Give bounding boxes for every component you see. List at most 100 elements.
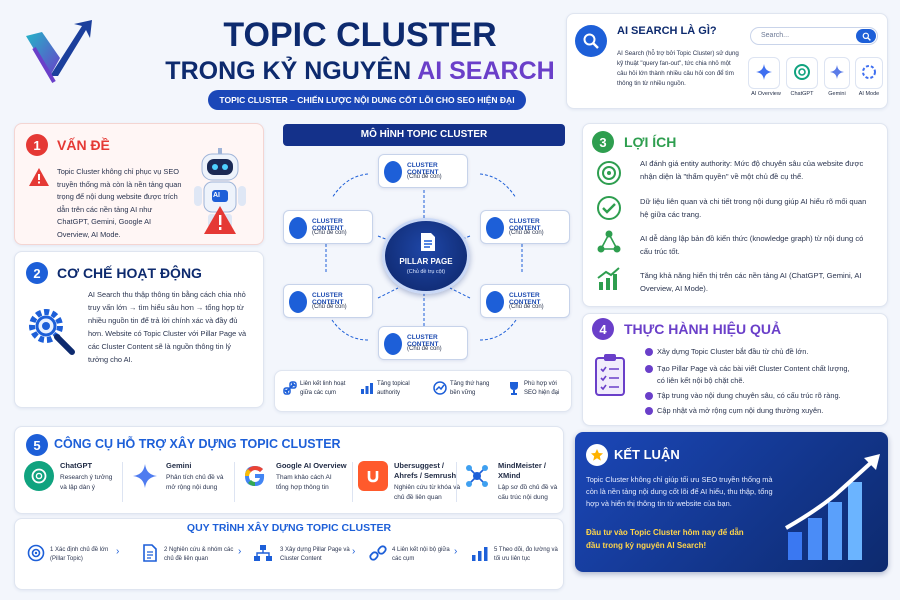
sitemap-icon bbox=[252, 543, 274, 563]
divider bbox=[122, 462, 123, 502]
gear-search-icon bbox=[24, 304, 78, 358]
practice-check-4 bbox=[645, 407, 653, 415]
mechanism-title: CƠ CHẾ HOẠT ĐỘNG bbox=[57, 265, 202, 281]
practice-1: Xây dựng Topic Cluster bắt đầu từ chủ đề… bbox=[657, 347, 809, 356]
practice-check-1 bbox=[645, 348, 653, 356]
feature-1: Liên kết linh hoạt giữa các cụm bbox=[300, 381, 346, 396]
growth-icon bbox=[432, 380, 448, 396]
brand-logo bbox=[20, 18, 100, 90]
arrow-icon: › bbox=[352, 546, 356, 557]
platform-label-3: Gemini bbox=[828, 91, 846, 97]
platform-ai-mode bbox=[855, 57, 883, 89]
step-num: 1 bbox=[50, 547, 54, 553]
divider bbox=[352, 462, 353, 502]
cluster-node-upper-right[interactable]: CLUSTER CONTENT(Chủ đề con) bbox=[480, 210, 570, 244]
document-icon bbox=[419, 231, 437, 253]
tool-desc: Research ý tưởng và lập dàn ý bbox=[60, 474, 113, 491]
bar-chart-icon bbox=[359, 380, 375, 396]
step-num: 3 bbox=[280, 547, 284, 553]
ai-mode-icon bbox=[860, 63, 878, 81]
platform-label-1: AI Overview bbox=[751, 91, 781, 97]
platform-gemini bbox=[824, 57, 850, 89]
benefit-2: Dữ liệu liên quan và chi tiết trong nội … bbox=[640, 197, 867, 219]
step-text: Nghiên cứu & nhóm các chủ đề liên quan bbox=[164, 547, 234, 562]
pillar-title: PILLAR PAGE bbox=[399, 257, 453, 266]
subtitle-banner: TOPIC CLUSTER – CHIẾN LƯỢC NỘI DUNG CỐT … bbox=[208, 90, 526, 110]
search-button[interactable] bbox=[856, 29, 876, 43]
arrow-icon: › bbox=[238, 546, 242, 557]
problem-text: Topic Cluster không chỉ phục vụ SEO truy… bbox=[57, 167, 182, 239]
ai-search-desc: AI Search (hỗ trợ bởi Topic Cluster) sử … bbox=[617, 50, 739, 87]
document-icon bbox=[289, 217, 307, 239]
divider bbox=[234, 462, 235, 502]
cluster-title: CLUSTER CONTENT bbox=[407, 162, 439, 176]
divider bbox=[456, 462, 457, 502]
tools-title: CÔNG CỤ HỖ TRỢ XÂY DỰNG TOPIC CLUSTER bbox=[54, 437, 341, 451]
search-input[interactable]: Search... bbox=[750, 27, 878, 45]
step-label: 2 Nghiên cứu & nhóm các chủ đề liên quan bbox=[164, 546, 238, 564]
conclusion-title: KẾT LUẬN bbox=[614, 447, 680, 462]
bar-chart-icon bbox=[470, 543, 490, 563]
benefits-number: 3 bbox=[592, 131, 614, 153]
feature-3: Tăng thứ hạng bền vững bbox=[450, 381, 490, 396]
warning-icon bbox=[27, 166, 51, 188]
document-icon bbox=[140, 543, 160, 563]
title-line-2a: TRONG KỶ NGUYÊN bbox=[165, 57, 412, 85]
document-icon bbox=[289, 291, 307, 313]
pillar-page-node[interactable]: PILLAR PAGE (Chủ đề trụ cột) bbox=[382, 218, 470, 294]
benefits-card bbox=[582, 123, 888, 307]
feature-4: Phù hợp với SEO hiện đại bbox=[524, 381, 560, 396]
gemini-icon bbox=[130, 461, 160, 491]
ai-search-title: AI SEARCH LÀ GÌ? bbox=[617, 25, 717, 37]
tool-name: Google AI Overview bbox=[276, 461, 347, 470]
step-text: Xây dựng Pillar Page và Cluster Content bbox=[280, 547, 350, 562]
cluster-sub: (Chủ đề con) bbox=[312, 304, 347, 310]
check-circle-icon bbox=[596, 195, 622, 221]
practice-2: Tạo Pillar Page và các bài viết Cluster … bbox=[657, 364, 850, 385]
growth-chart-illustration bbox=[784, 452, 884, 564]
tools-number: 5 bbox=[26, 434, 48, 456]
target-icon bbox=[596, 160, 622, 186]
tool-ubersuggest: Ubersuggest / Ahrefs / Semrush Nghiên cứ… bbox=[358, 459, 460, 507]
mechanism-text: AI Search thu thập thông tin bằng cách c… bbox=[88, 290, 247, 364]
cluster-node-top[interactable]: CLUSTER CONTENT(Chủ đề con) bbox=[378, 154, 468, 188]
cluster-node-upper-left[interactable]: CLUSTER CONTENT(Chủ đề con) bbox=[283, 210, 373, 244]
cluster-sub: (Chủ đề con) bbox=[509, 230, 544, 236]
practice-3: Tập trung vào nội dung chuyên sâu, có cấ… bbox=[657, 391, 841, 400]
platform-label-4: AI Mode bbox=[858, 91, 880, 97]
page-title: TOPIC CLUSTER TRONG KỶ NGUYÊN AI SEARCH bbox=[150, 16, 570, 88]
cluster-title: CLUSTER CONTENT bbox=[312, 292, 344, 306]
cluster-node-bottom[interactable]: CLUSTER CONTENT(Chủ đề con) bbox=[378, 326, 468, 360]
step-label: 3 Xây dựng Pillar Page và Cluster Conten… bbox=[280, 546, 354, 564]
cluster-title: CLUSTER CONTENT bbox=[407, 334, 439, 348]
step-label: 1 Xác định chủ đề lớn (Pillar Topic) bbox=[50, 546, 120, 564]
target-icon bbox=[26, 543, 46, 563]
tool-name: MindMeister / XMind bbox=[498, 461, 546, 480]
knowledge-graph-icon bbox=[596, 229, 622, 255]
practice-card bbox=[582, 313, 888, 426]
step-text: Liên kết nội bộ giữa các cụm bbox=[392, 547, 450, 562]
model-features bbox=[274, 370, 572, 412]
cluster-title: CLUSTER CONTENT bbox=[509, 218, 541, 232]
search-icon bbox=[575, 25, 607, 57]
platform-ai-overview bbox=[748, 57, 780, 89]
robot-illustration bbox=[190, 148, 250, 236]
tool-desc: Nghiên cứu từ khóa và chủ đề liên quan bbox=[394, 484, 461, 501]
benefits-title: LỢI ÍCH bbox=[624, 134, 677, 150]
document-icon bbox=[486, 217, 504, 239]
sparkle-icon bbox=[755, 63, 773, 81]
cluster-node-lower-left[interactable]: CLUSTER CONTENT(Chủ đề con) bbox=[283, 284, 373, 318]
link-icon bbox=[368, 543, 388, 563]
step-text: Xác định chủ đề lớn (Pillar Topic) bbox=[50, 547, 109, 562]
step-num: 4 bbox=[392, 547, 396, 553]
cluster-node-lower-right[interactable]: CLUSTER CONTENT(Chủ đề con) bbox=[480, 284, 570, 318]
cluster-sub: (Chủ đề con) bbox=[407, 174, 442, 180]
conclusion-text: Topic Cluster không chỉ giúp tối ưu SEO … bbox=[586, 475, 773, 508]
process-card bbox=[14, 518, 564, 590]
tool-mindmeister: MindMeister / XMind Lập sơ đồ chủ đề và … bbox=[462, 459, 562, 507]
tool-desc: Lập sơ đồ chủ đề và cấu trúc nội dung bbox=[498, 484, 558, 501]
document-icon bbox=[384, 161, 402, 183]
cluster-title: CLUSTER CONTENT bbox=[509, 292, 541, 306]
problem-title: VẤN ĐỀ bbox=[57, 137, 110, 153]
chatgpt-icon bbox=[793, 63, 811, 81]
